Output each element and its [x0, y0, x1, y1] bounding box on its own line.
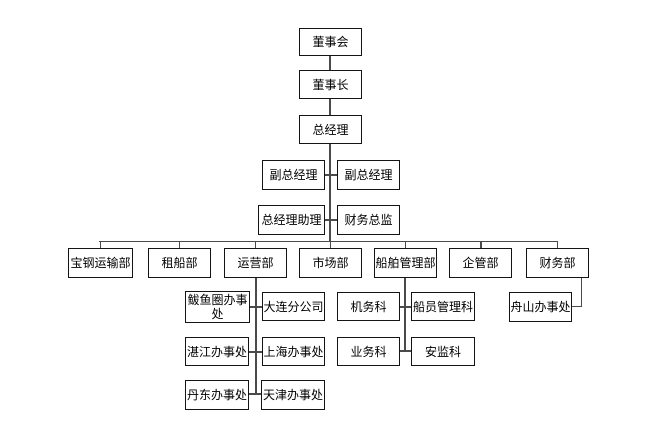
connector-assistant-row: [325, 219, 337, 221]
connector-operations-spine: [254, 278, 257, 395]
node-dept-finance: 财务部: [526, 248, 589, 278]
node-dept-baosteel-transport: 宝钢运输部: [68, 248, 133, 278]
node-dept-operations: 运营部: [224, 248, 287, 278]
connector-operations-row3: [249, 393, 261, 395]
connector-drop-finance: [556, 241, 558, 248]
node-dept-chartering: 租船部: [148, 248, 211, 278]
node-office-tianjin: 天津办事处: [261, 380, 325, 410]
node-office-shanghai: 上海办事处: [262, 337, 325, 366]
node-section-business: 业务科: [337, 337, 400, 366]
node-gm-assistant: 总经理助理: [258, 205, 325, 235]
node-section-engineering: 机务科: [337, 292, 400, 321]
connector-drop-operations: [254, 241, 256, 248]
connector-drop-baosteel: [99, 241, 101, 248]
node-branch-dalian: 大连分公司: [262, 292, 325, 321]
connector-deputy-gm-row: [325, 174, 337, 176]
node-section-safety-supervision: 安监科: [411, 337, 475, 366]
node-deputy-gm-1: 副总经理: [262, 160, 325, 190]
connector-ship-row2: [400, 350, 411, 352]
node-office-dandong: 丹东办事处: [185, 380, 249, 410]
connector-drop-enterprise: [480, 241, 482, 248]
node-dept-marketing: 市场部: [299, 248, 362, 278]
node-office-zhoushan: 舟山办事处: [509, 292, 572, 322]
node-chairman: 董事长: [299, 70, 362, 99]
connector-drop-ship-management: [404, 241, 406, 248]
connector-finance-elbow-vertical: [580, 278, 582, 307]
node-deputy-gm-2: 副总经理: [337, 160, 400, 190]
connector-drop-chartering: [178, 241, 180, 248]
node-board-of-directors: 董事会: [299, 28, 362, 56]
node-dept-ship-management: 船舶管理部: [374, 248, 437, 278]
connector-finance-elbow-horizontal: [572, 305, 582, 307]
connector-operations-row2: [249, 351, 262, 353]
node-finance-director: 财务总监: [337, 205, 400, 235]
node-section-crew-management: 船员管理科: [411, 292, 475, 321]
connector-gm-spine: [329, 144, 331, 242]
connector-ship-management-spine: [404, 278, 406, 352]
node-office-bayuquan: 鲅鱼圈办事处: [185, 291, 250, 323]
node-office-zhanjiang: 湛江办事处: [185, 337, 249, 366]
connector-chairman-gm: [329, 99, 331, 115]
node-dept-enterprise-management: 企管部: [449, 248, 512, 278]
connector-operations-row1: [250, 306, 262, 308]
connector-ship-row1: [400, 306, 411, 308]
connector-board-chairman: [329, 56, 331, 70]
node-general-manager: 总经理: [299, 115, 362, 144]
connector-department-distribution-line: [99, 240, 558, 242]
connector-drop-marketing: [329, 241, 331, 248]
